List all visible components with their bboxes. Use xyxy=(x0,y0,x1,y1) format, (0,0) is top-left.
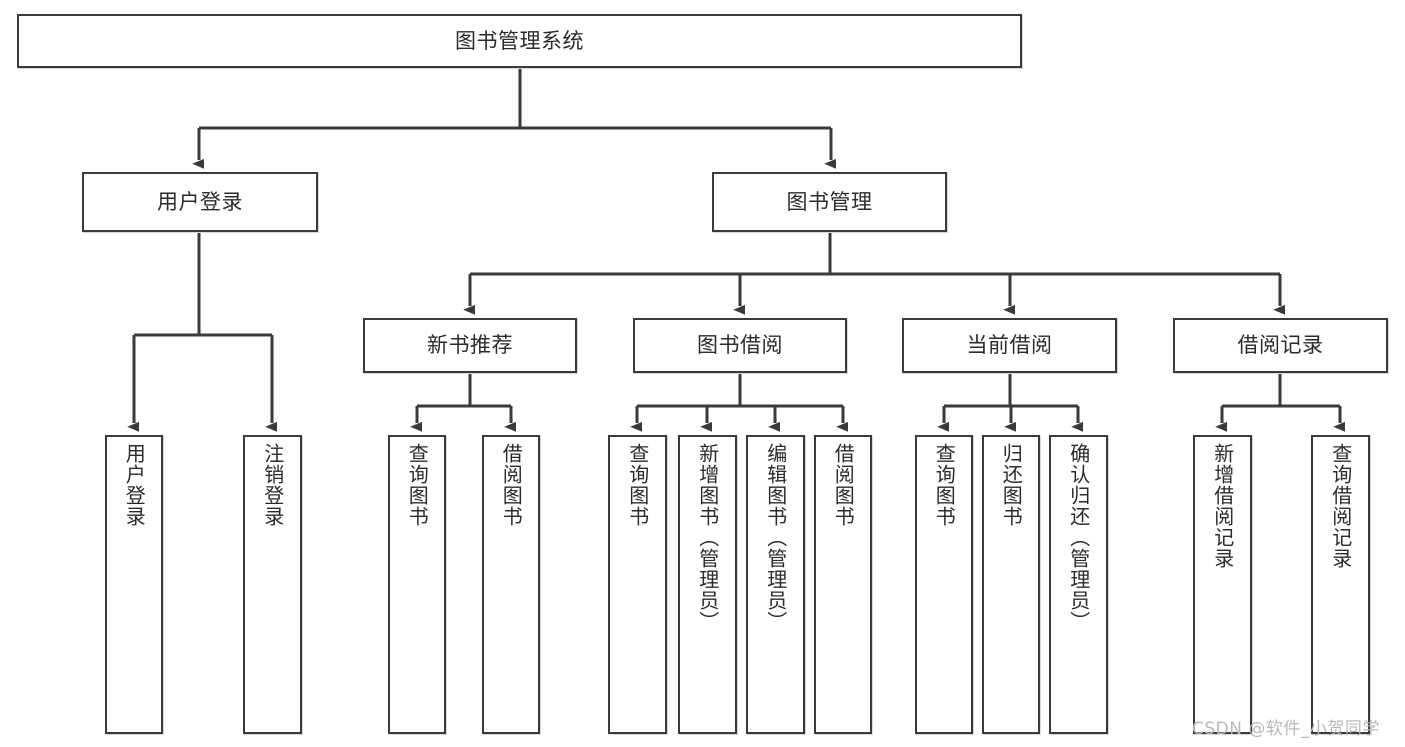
leaf-return-books[interactable]: 归还图书 xyxy=(982,435,1040,734)
leaf-confirm-return-admin[interactable]: 确认归还（管理员） xyxy=(1049,435,1108,734)
leaf-borrow-books-recommend[interactable]: 借阅图书 xyxy=(482,435,540,734)
leaf-user-login[interactable]: 用户登录 xyxy=(105,435,163,734)
leaf-add-borrow-record[interactable]: 新增借阅记录 xyxy=(1193,435,1252,734)
leaf-add-book-admin-label: 新增图书（管理员） xyxy=(695,443,720,632)
node-new-book-recommend[interactable]: 新书推荐 xyxy=(363,318,577,373)
leaf-logout-label: 注销登录 xyxy=(260,443,285,527)
node-user-login-label: 用户登录 xyxy=(157,189,243,214)
leaf-query-borrow-record-label: 查询借阅记录 xyxy=(1328,443,1353,569)
leaf-logout[interactable]: 注销登录 xyxy=(243,435,302,734)
node-root-label: 图书管理系统 xyxy=(455,28,584,53)
leaf-borrow-books[interactable]: 借阅图书 xyxy=(814,435,872,734)
leaf-borrow-books-label: 借阅图书 xyxy=(831,443,856,527)
node-book-management[interactable]: 图书管理 xyxy=(712,172,947,232)
leaf-confirm-return-admin-label: 确认归还（管理员） xyxy=(1066,443,1091,632)
leaf-add-book-admin[interactable]: 新增图书（管理员） xyxy=(678,435,737,734)
leaf-user-login-label: 用户登录 xyxy=(122,443,147,527)
leaf-query-books-borrow[interactable]: 查询图书 xyxy=(608,435,667,734)
leaf-borrow-books-recommend-label: 借阅图书 xyxy=(499,443,524,527)
leaf-query-books-current-label: 查询图书 xyxy=(932,443,957,527)
leaf-return-books-label: 归还图书 xyxy=(999,443,1024,527)
csdn-watermark: CSDN @软件_小贺同学 xyxy=(1192,719,1380,739)
leaf-add-borrow-record-label: 新增借阅记录 xyxy=(1210,443,1235,569)
leaf-query-books-borrow-label: 查询图书 xyxy=(625,443,650,527)
node-current-borrow-label: 当前借阅 xyxy=(966,333,1053,358)
leaf-edit-book-admin[interactable]: 编辑图书（管理员） xyxy=(746,435,805,734)
node-root[interactable]: 图书管理系统 xyxy=(17,14,1022,68)
leaf-query-books-current[interactable]: 查询图书 xyxy=(915,435,973,734)
node-book-management-label: 图书管理 xyxy=(786,189,873,214)
leaf-query-books-recommend[interactable]: 查询图书 xyxy=(388,435,446,734)
node-book-borrow[interactable]: 图书借阅 xyxy=(633,318,847,373)
leaf-edit-book-admin-label: 编辑图书（管理员） xyxy=(763,443,788,632)
node-borrow-record-label: 借阅记录 xyxy=(1237,333,1324,358)
node-current-borrow[interactable]: 当前借阅 xyxy=(902,318,1117,373)
node-new-book-recommend-label: 新书推荐 xyxy=(427,333,513,358)
node-book-borrow-label: 图书借阅 xyxy=(697,333,783,358)
leaf-query-borrow-record[interactable]: 查询借阅记录 xyxy=(1311,435,1370,734)
node-borrow-record[interactable]: 借阅记录 xyxy=(1173,318,1388,373)
node-user-login[interactable]: 用户登录 xyxy=(82,172,318,232)
leaf-query-books-recommend-label: 查询图书 xyxy=(405,443,430,527)
